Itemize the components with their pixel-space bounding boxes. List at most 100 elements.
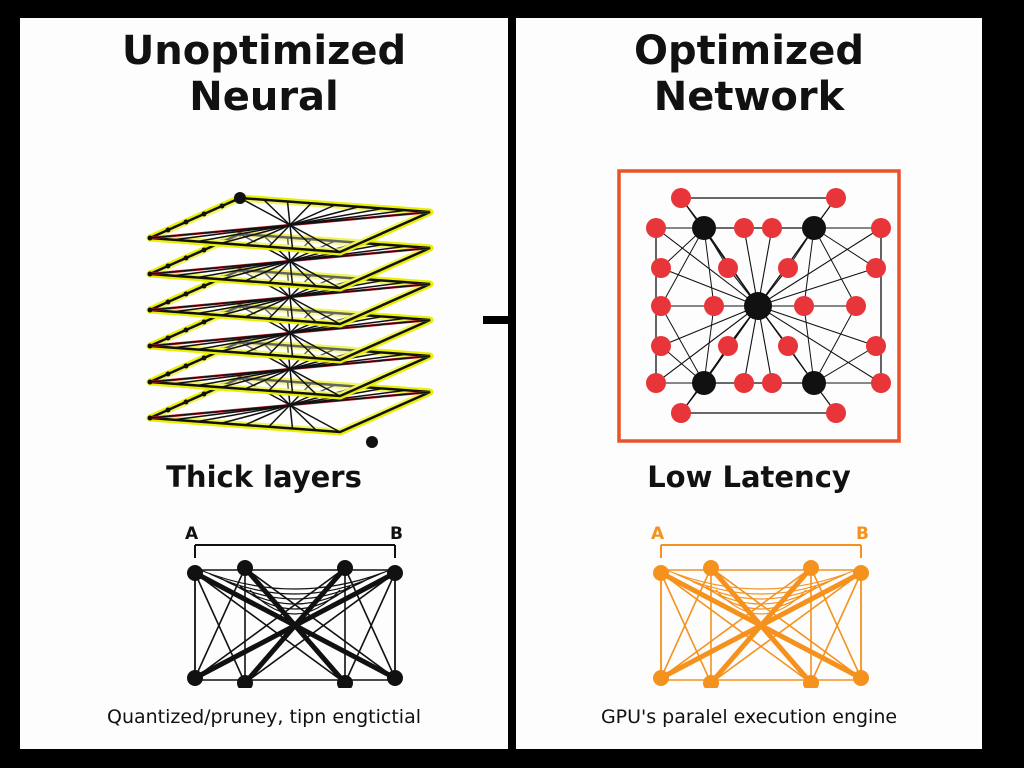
layer-node [147,343,153,349]
net-node [387,565,403,581]
net-edge [660,572,712,684]
mesh-edge [757,227,882,307]
layer-node [201,355,207,361]
layer-node [201,283,207,289]
net-node [803,560,819,576]
net-node [337,560,353,576]
net-edge [660,572,812,684]
net-edge [194,572,346,684]
mesh-red-node [778,258,798,278]
layer-node [165,407,171,413]
layer-node [201,391,207,397]
net-curve [209,573,381,595]
layer-node [165,335,171,341]
mesh-edge [757,305,877,347]
net-node [803,675,819,688]
mesh-red-node [794,296,814,316]
net-curve [675,573,847,595]
stacked-layers-diagram [146,192,434,448]
net-edge [244,572,396,684]
mesh-center-node [744,292,772,320]
mesh-red-node [866,258,886,278]
net-curve [665,569,857,590]
mesh-red-node [826,403,846,423]
unoptimized-subtitle: Thick layers [166,460,362,494]
mesh-black-node [802,371,826,395]
net-edge-thick [659,570,863,681]
net-node [237,675,253,688]
layer-node [165,227,171,233]
net-node [853,670,869,686]
mesh-edge [660,305,705,384]
mesh-edge [813,227,857,307]
mesh-edge [655,227,759,307]
layer-node [165,263,171,269]
mesh-red-node [734,218,754,238]
net-edge [244,567,396,679]
net-curve [239,585,351,610]
net-node [337,675,353,688]
layer-node [201,247,207,253]
net-node [187,565,203,581]
layer-connection [149,247,431,275]
layer-node [183,363,189,369]
net-node [703,560,719,576]
mesh-edge [813,345,877,384]
layer-node [183,255,189,261]
label-a: A [651,524,665,544]
unoptimized-caption: Quantized/pruney, tipn engtictial [107,706,421,728]
layer-node [147,415,153,421]
optimized-subtitle: Low Latency [647,460,851,494]
layer-connection [149,283,431,311]
mesh-red-node [646,218,666,238]
mesh-red-node [651,336,671,356]
mesh-black-node [692,371,716,395]
layer-node [183,291,189,297]
layer-node [201,319,207,325]
mesh-red-node [718,336,738,356]
label-a: A [185,524,199,544]
net-node [187,670,203,686]
layer-node [165,299,171,305]
mesh-red-node [671,188,691,208]
optimized-caption: GPU's paralel execution engine [600,706,898,728]
net-node [653,670,669,686]
layer-node [147,379,153,385]
net-node [237,560,253,576]
mesh-edge [660,305,759,347]
top-node [234,192,246,204]
mesh-red-node [762,373,782,393]
layer-node [219,203,225,209]
mesh-red-node [651,258,671,278]
mesh-red-node [871,373,891,393]
layer-connection [149,319,431,347]
mesh-edge [660,267,759,307]
mesh-edge [757,267,877,307]
mesh-edge [803,227,815,307]
layer-node [147,307,153,313]
mesh-edge [655,305,759,384]
mesh-red-node [846,296,866,316]
mesh-edge [703,305,715,384]
net-edge [810,572,862,684]
layer-connection [149,355,431,383]
mesh-red-node [871,218,891,238]
layer-node [183,327,189,333]
unoptimized-title: Unoptimized Neural [121,28,407,120]
layer-connection [149,211,431,239]
net-curve [199,569,391,590]
mesh-edge [660,227,705,307]
net-edge [710,572,862,684]
layer-node [165,371,171,377]
layer-node [147,271,153,277]
net-edge [660,567,812,679]
mesh-edge [813,227,877,269]
net-edge [194,567,346,679]
net-node [653,565,669,581]
mesh-red-node [671,403,691,423]
mesh-red-node [646,373,666,393]
mesh-black-node [802,216,826,240]
net-curve [715,589,807,615]
